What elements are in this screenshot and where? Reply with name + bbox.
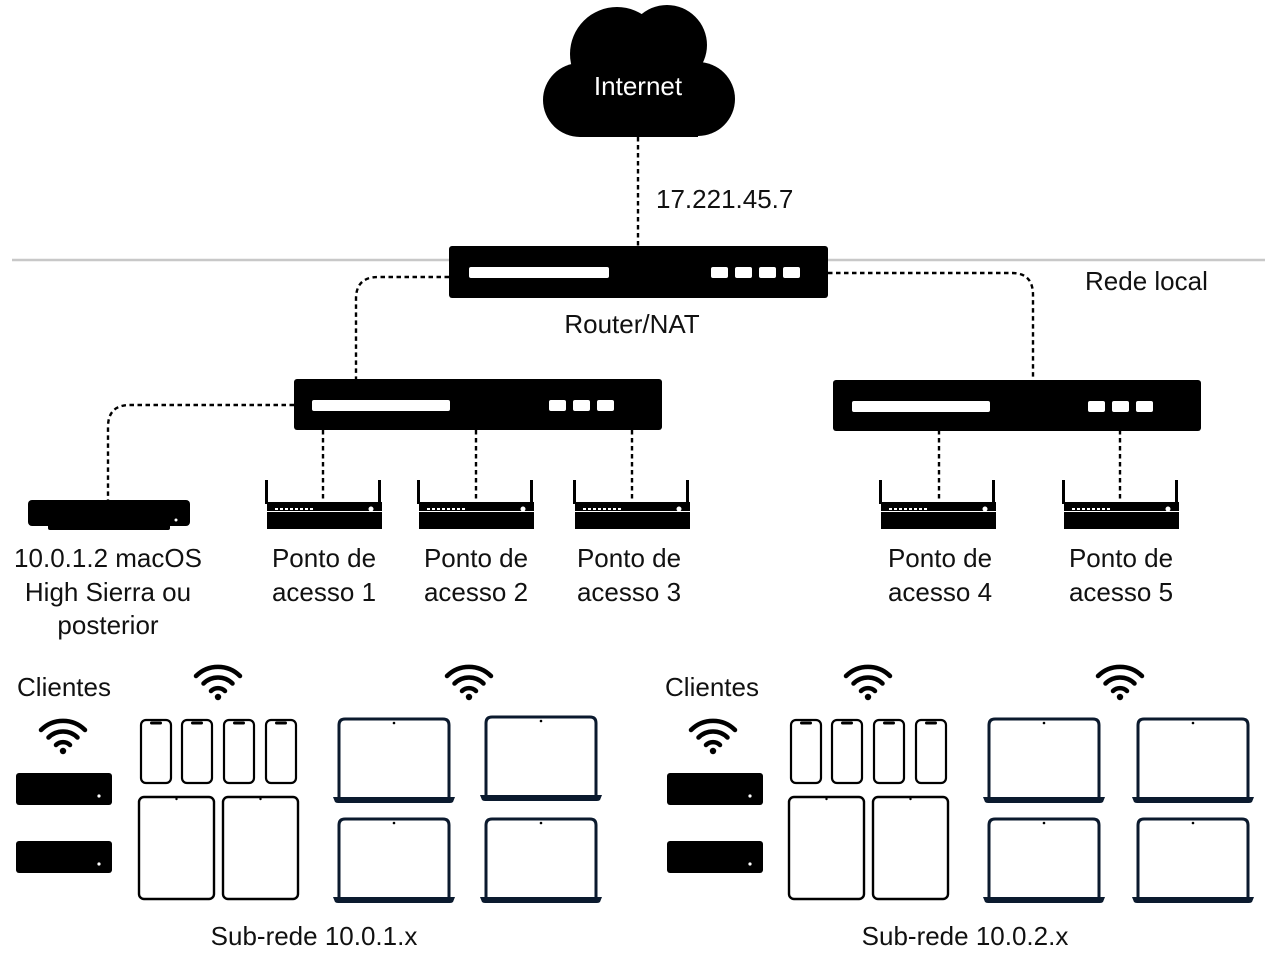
connection-lines xyxy=(106,137,1122,502)
server-label-line1: 10.0.1.2 macOS xyxy=(14,543,202,573)
laptop-icon xyxy=(478,817,604,905)
access-point-label: Ponto de xyxy=(576,543,682,573)
apple-tv-icon xyxy=(16,773,112,805)
access-point-label: Ponto de xyxy=(1068,543,1174,573)
ipad-icon xyxy=(871,795,950,901)
laptop-icon xyxy=(331,817,457,905)
local-network-label: Rede local xyxy=(1085,266,1208,296)
laptop-icon xyxy=(1130,717,1256,805)
iphone-icon xyxy=(789,718,823,785)
access-point-label: Ponto de xyxy=(887,543,993,573)
access-point-label: acesso 1 xyxy=(271,577,377,607)
laptop-icon xyxy=(981,817,1107,905)
switch-icon xyxy=(294,379,662,430)
wifi-icon xyxy=(691,721,735,754)
wifi-icon xyxy=(447,667,491,700)
mac-mini-icon xyxy=(28,500,190,530)
iphone-icon xyxy=(830,718,864,785)
router-label: Router/NAT xyxy=(564,309,700,339)
switch-icon xyxy=(833,380,1201,431)
laptop-icon xyxy=(478,715,604,803)
laptop-icon xyxy=(1130,817,1256,905)
access-point-label: acesso 3 xyxy=(576,577,682,607)
wifi-icon xyxy=(196,667,240,700)
iphone-icon xyxy=(264,718,298,785)
ipad-icon xyxy=(137,795,216,901)
apple-tv-icon xyxy=(667,773,763,805)
ipad-icon xyxy=(787,795,866,901)
iphone-icon xyxy=(222,718,256,785)
laptop-icon xyxy=(981,717,1107,805)
clients-label: Clientes xyxy=(665,672,759,702)
access-point-label: acesso 2 xyxy=(423,577,529,607)
access-point-label: acesso 5 xyxy=(1068,577,1174,607)
wan-ip-address: 17.221.45.7 xyxy=(656,184,794,214)
apple-tv-icon xyxy=(667,841,763,873)
subnet-label: Sub-rede 10.0.1.x xyxy=(210,921,418,951)
subnet-label: Sub-rede 10.0.2.x xyxy=(861,921,1069,951)
wifi-icon xyxy=(846,667,890,700)
clients-label: Clientes xyxy=(17,672,111,702)
internet-label: Internet xyxy=(593,71,683,101)
apple-tv-icon xyxy=(16,841,112,873)
access-point-label: Ponto de xyxy=(271,543,377,573)
server-label-line3: posterior xyxy=(57,610,159,640)
access-point-label: Ponto de xyxy=(423,543,529,573)
access-point-icon xyxy=(879,480,996,529)
iphone-icon xyxy=(914,718,948,785)
laptop-icon xyxy=(331,717,457,805)
ipad-icon xyxy=(221,795,300,901)
wifi-icon xyxy=(41,721,85,754)
iphone-icon xyxy=(872,718,906,785)
wifi-icon xyxy=(1098,667,1142,700)
cloud-icon xyxy=(543,5,735,137)
access-point-label: acesso 4 xyxy=(887,577,993,607)
iphone-icon xyxy=(139,718,173,785)
iphone-icon xyxy=(180,718,214,785)
router-icon xyxy=(449,246,828,298)
server-label-line2: High Sierra ou xyxy=(24,577,192,607)
